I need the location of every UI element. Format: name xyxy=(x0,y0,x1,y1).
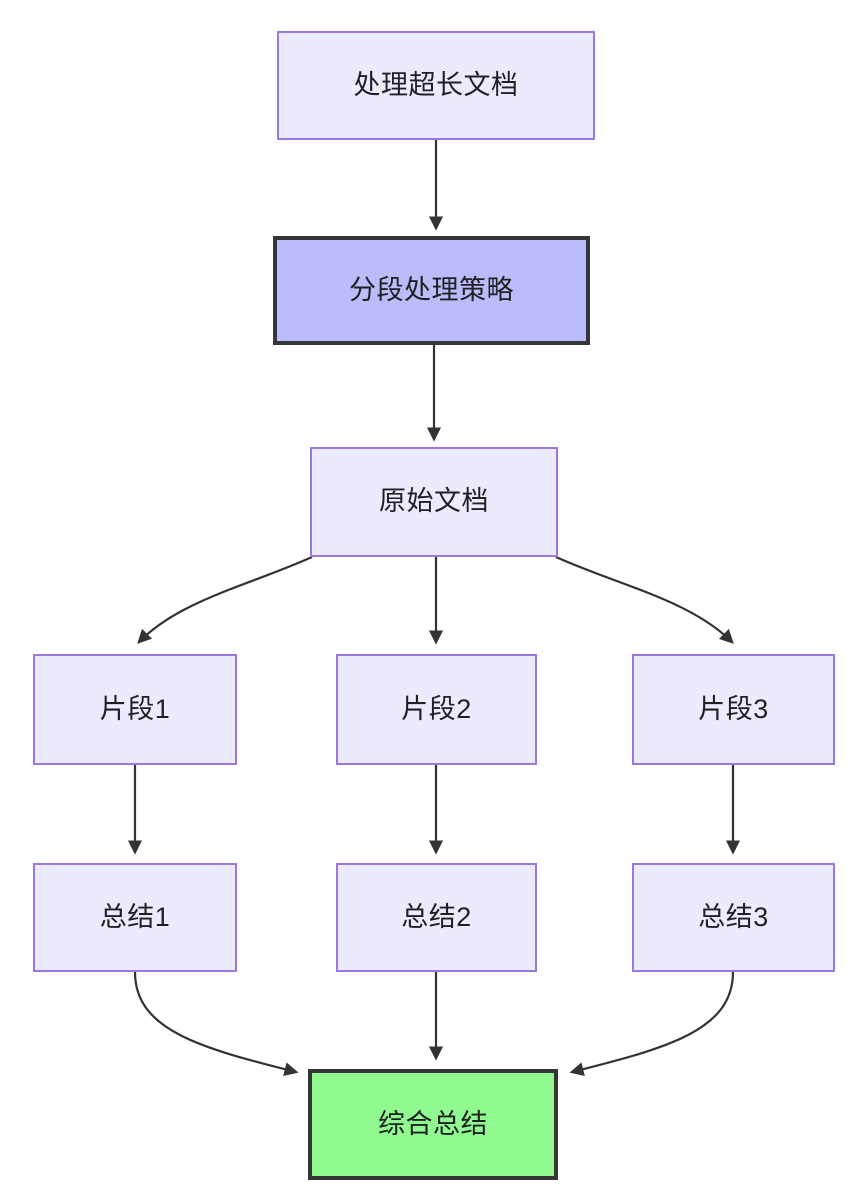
node-n8[interactable]: 总结2 xyxy=(336,863,537,972)
node-label: 原始文档 xyxy=(379,486,489,517)
node-label: 总结2 xyxy=(401,901,472,932)
node-label: 片段3 xyxy=(698,693,769,724)
node-label: 片段1 xyxy=(99,693,171,724)
node-n6[interactable]: 片段3 xyxy=(632,654,835,765)
node-n5[interactable]: 片段2 xyxy=(336,654,537,765)
node-label: 综合总结 xyxy=(378,1108,488,1139)
node-label: 分段处理策略 xyxy=(349,274,514,305)
node-n10[interactable]: 综合总结 xyxy=(308,1069,558,1180)
node-label: 总结3 xyxy=(698,901,769,932)
edge-n3-to-n6 xyxy=(555,555,734,644)
edge-n3-to-n4 xyxy=(137,555,313,644)
node-n1[interactable]: 处理超长文档 xyxy=(277,31,595,140)
edge-n9-to-n10 xyxy=(569,971,735,1077)
node-n7[interactable]: 总结1 xyxy=(33,863,237,972)
node-label: 片段2 xyxy=(401,693,472,724)
edge-n7-to-n10 xyxy=(133,971,299,1077)
node-n3[interactable]: 原始文档 xyxy=(310,447,558,557)
node-label: 处理超长文档 xyxy=(353,69,519,100)
node-n2[interactable]: 分段处理策略 xyxy=(273,236,590,345)
node-n9[interactable]: 总结3 xyxy=(632,863,835,972)
node-label: 总结1 xyxy=(99,901,171,932)
node-n4[interactable]: 片段1 xyxy=(33,654,237,765)
